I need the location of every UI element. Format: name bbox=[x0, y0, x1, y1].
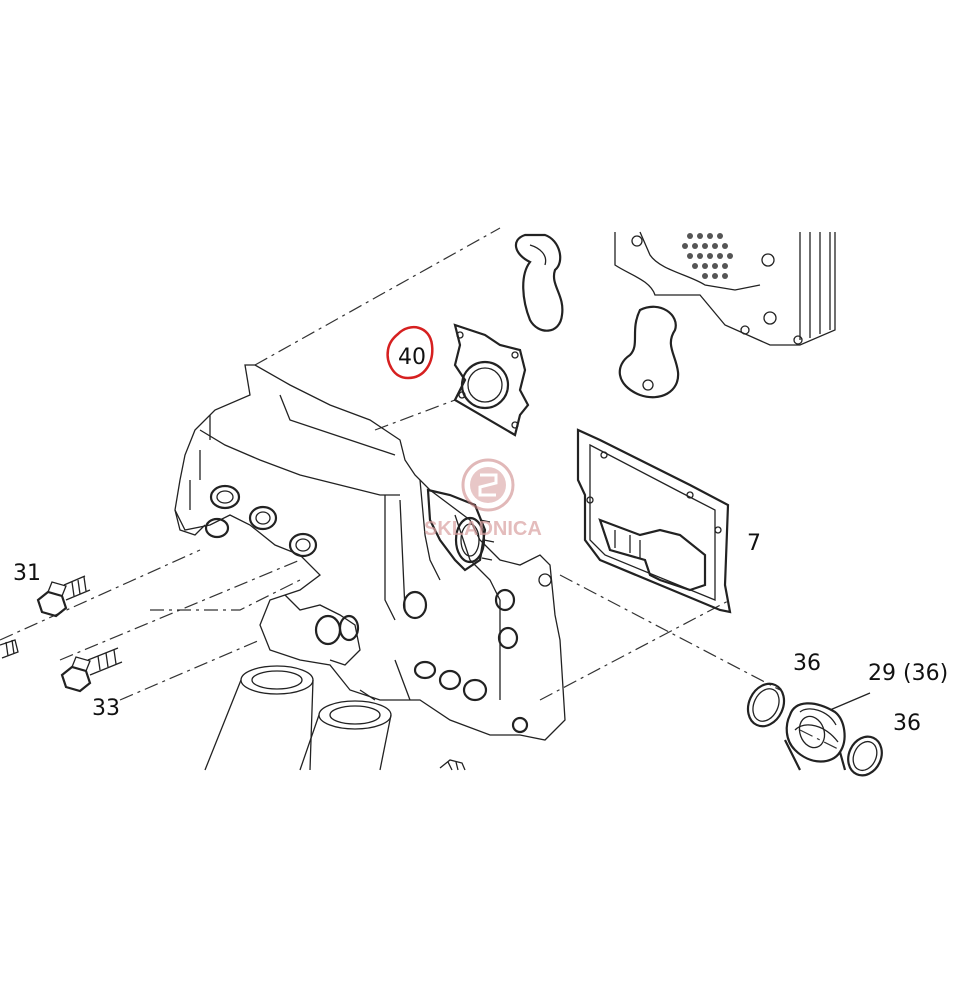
bolt-part-31 bbox=[36, 575, 91, 618]
o-ring-part-36-left bbox=[746, 682, 786, 728]
callout-36-left: 36 bbox=[793, 651, 821, 676]
highlight-circle bbox=[386, 325, 434, 380]
bolt-fragment-bottom bbox=[439, 759, 466, 771]
upper-gasket-left bbox=[514, 233, 564, 332]
upper-housing bbox=[614, 231, 836, 346]
callout-29: 29 (36) bbox=[868, 661, 948, 686]
callout-40: 40 bbox=[398, 345, 426, 370]
oil-cooler-housing bbox=[174, 364, 566, 741]
bolt-fragment-left bbox=[0, 639, 19, 659]
gasket-part-7 bbox=[576, 428, 732, 614]
gasket-part-40 bbox=[453, 323, 530, 437]
oil-filters bbox=[204, 665, 392, 771]
bolt-part-33 bbox=[60, 647, 123, 693]
housing-tab bbox=[174, 509, 206, 536]
leader-line-29 bbox=[829, 692, 871, 711]
callout-33: 33 bbox=[92, 696, 120, 721]
tube-part-29 bbox=[784, 702, 847, 771]
honeycomb-pattern bbox=[682, 233, 733, 279]
callout-31: 31 bbox=[13, 561, 41, 586]
callout-7: 7 bbox=[747, 531, 761, 556]
alignment-lines bbox=[0, 227, 841, 751]
upper-gasket-right bbox=[618, 305, 680, 399]
o-ring-part-36-right bbox=[847, 735, 883, 777]
callout-36-right: 36 bbox=[893, 711, 921, 736]
watermark-text: SKLADNICA bbox=[424, 518, 542, 540]
watermark-logo bbox=[461, 458, 515, 512]
